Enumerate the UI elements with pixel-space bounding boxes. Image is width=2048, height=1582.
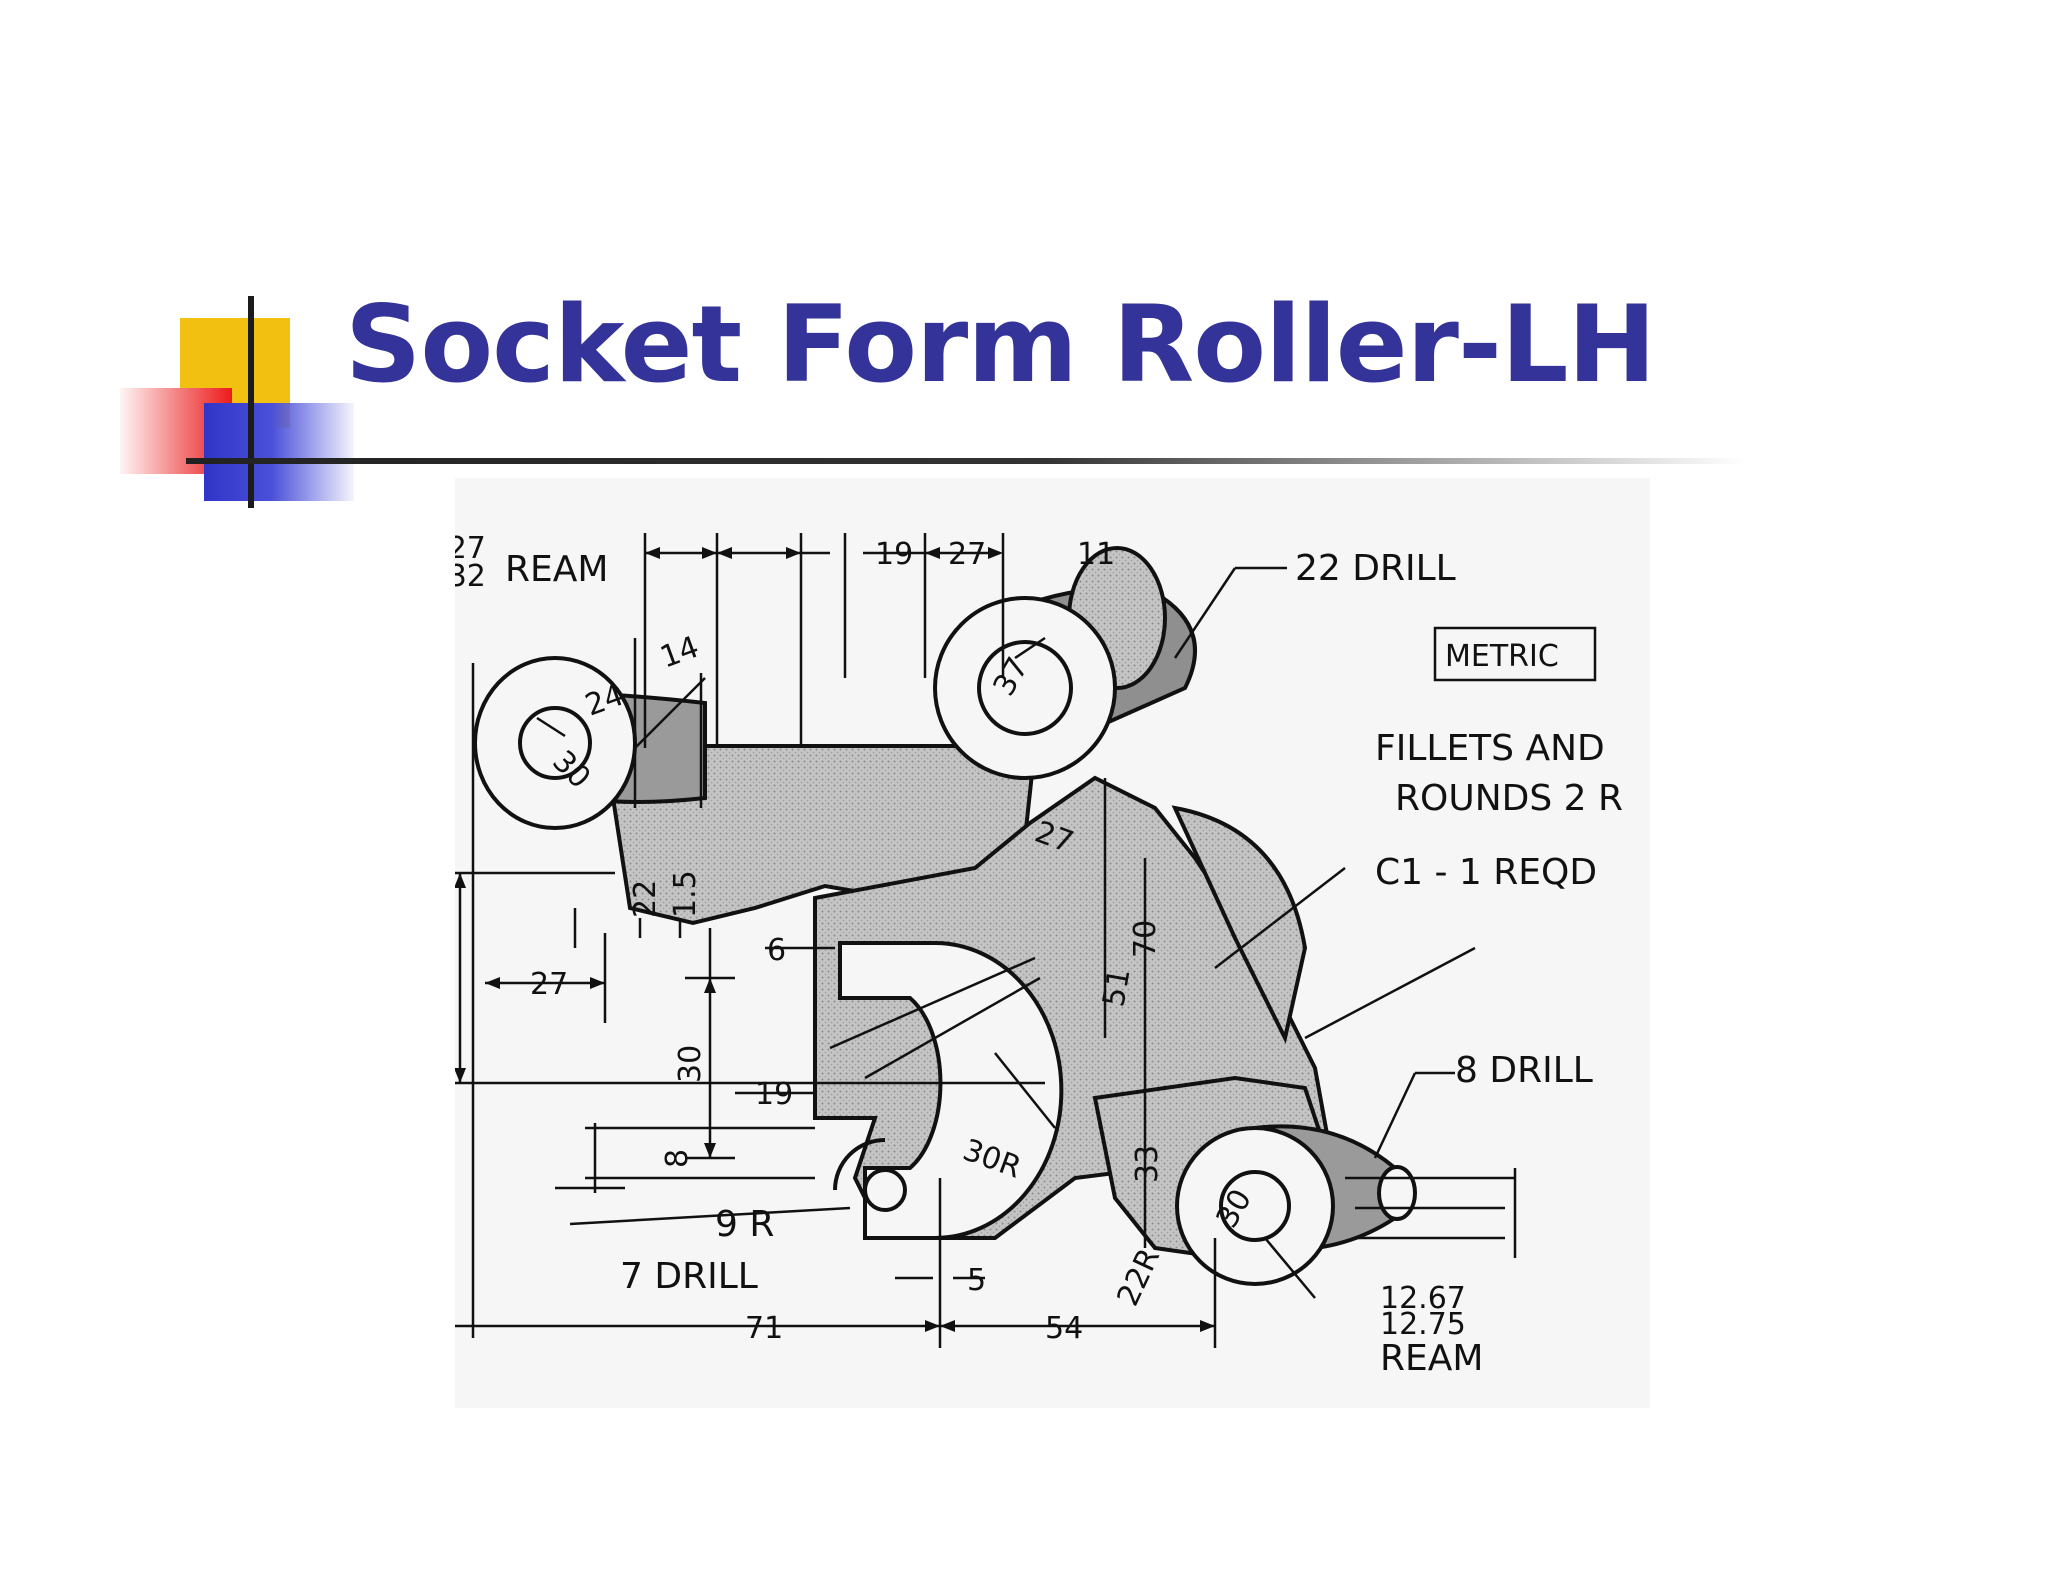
dim-6: 6 [767,933,786,968]
drill-22-label: 22 DRILL [1295,548,1456,589]
note-rounds: ROUNDS 2 R [1395,778,1623,819]
decor-vertical-line [248,296,254,508]
upper-boss [933,546,1197,780]
title-underline [186,458,1746,464]
dim-54: 54 [1045,1311,1083,1346]
dim-33: 33 [1130,1145,1165,1183]
dim-5: 5 [967,1263,986,1298]
ream-top-upper: 14.27 [455,531,486,566]
dim-19-top: 19 [875,537,913,572]
decor-blue-square [204,403,354,501]
metric-box [1433,626,1597,682]
ream-top-lower: 14.32 [455,559,486,594]
arrowheads [455,547,1215,1332]
left-boss [473,656,707,830]
dim-71: 71 [745,1311,783,1346]
dim-22: 22 [628,880,663,918]
dim-27-top: 27 [948,537,986,572]
ream-bottom-label: REAM [1380,1338,1483,1379]
note-quantity: C1 - 1 REQD [1375,852,1597,893]
dimension-lines [455,533,1517,1348]
slide-title: Socket Form Roller-LH [345,283,1656,406]
technical-drawing: METRIC FILLETS AND ROUNDS 2 R C1 - 1 REQ… [455,478,1650,1408]
radius-9-label: 9 R [715,1204,774,1245]
dim-51: 51 [1096,966,1137,1010]
dim-19-mid: 19 [755,1077,793,1112]
dim-27-left: 27 [530,967,568,1002]
ream-bottom-lower: 12.75 [1380,1307,1466,1342]
socket-cutout [833,941,1064,1240]
metric-label: METRIC [1445,639,1559,674]
ream-bottom-upper: 12.67 [1380,1281,1466,1316]
drill-8-label: 8 DRILL [1455,1050,1593,1091]
dim-1-5: 1.5 [668,870,703,918]
ream-top-label: REAM [505,549,608,590]
dim-30-vert: 30 [673,1045,708,1083]
note-fillets: FILLETS AND [1375,728,1605,769]
drill-7-label: 7 DRILL [620,1256,758,1297]
right-lobe [1171,805,1308,1044]
dim-70: 70 [1128,920,1163,958]
dim-8: 8 [660,1149,695,1168]
dim-11: 11 [1077,537,1115,572]
